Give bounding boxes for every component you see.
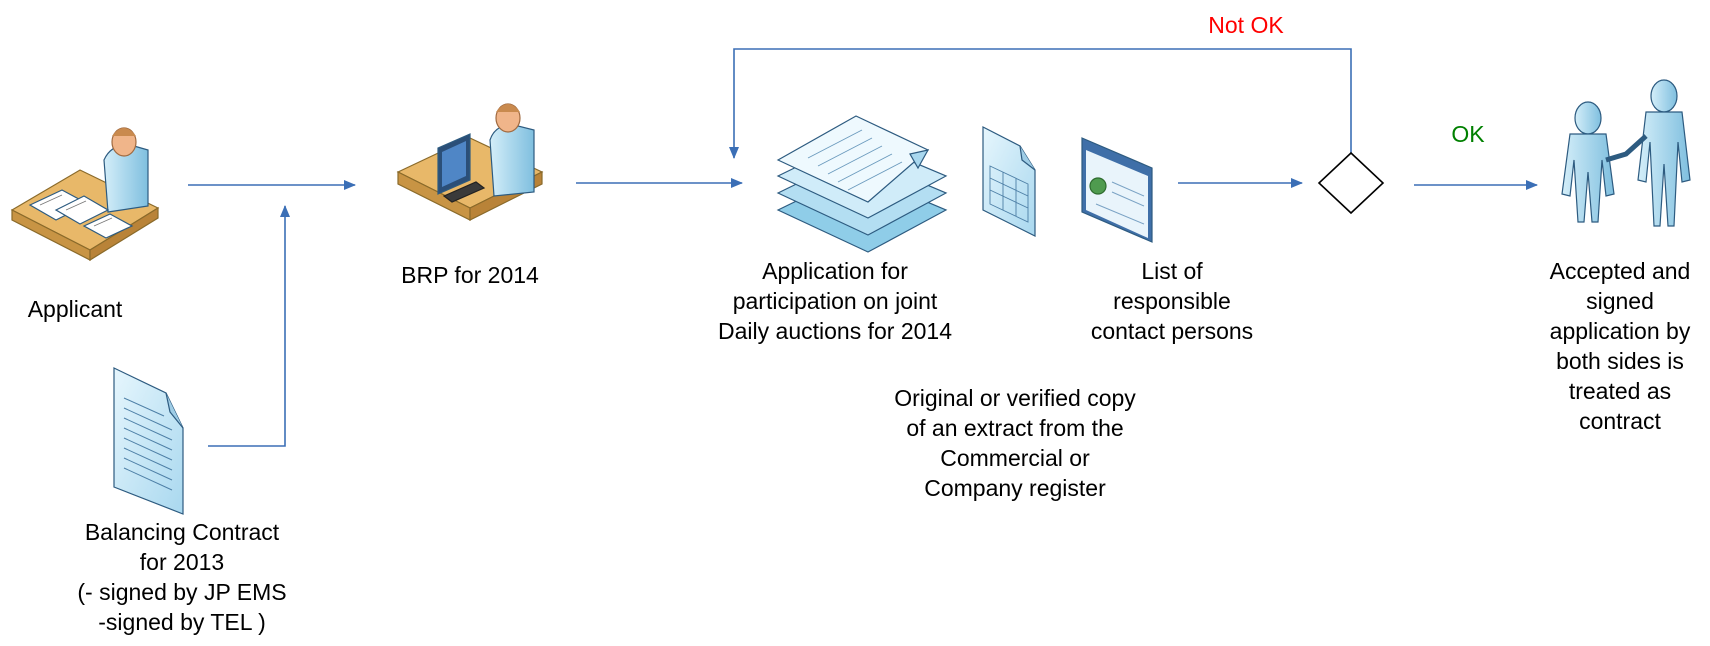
connectors — [188, 48, 1538, 447]
brp-label: BRP for 2014 — [401, 262, 539, 288]
applicant-label: Applicant — [27, 296, 123, 322]
extract-label: Original or verified copy of an extract … — [894, 385, 1136, 501]
person-at-computer-icon — [396, 103, 544, 221]
application-label: Application for participation on joint D… — [718, 258, 952, 344]
decision-diamond-icon — [1317, 151, 1385, 215]
arrow-contract-to-flow — [208, 205, 290, 447]
web-page-icon — [1081, 137, 1153, 243]
ok-label: OK — [1451, 121, 1485, 147]
not-ok-label: Not OK — [1208, 12, 1284, 38]
handshake-icon — [1561, 79, 1691, 227]
person-at-desk-with-papers-icon — [10, 127, 160, 262]
stacked-documents-icon — [776, 115, 948, 253]
contact-list-label: List of responsible contact persons — [1090, 258, 1254, 344]
balancing-contract-label: Balancing Contract for 2013 (- signed by… — [77, 519, 287, 635]
arrow-not-ok-loop — [729, 48, 1352, 159]
accepted-label: Accepted and signed application by both … — [1549, 258, 1691, 434]
document-icon — [113, 367, 184, 515]
spreadsheet-document-icon — [982, 126, 1036, 237]
